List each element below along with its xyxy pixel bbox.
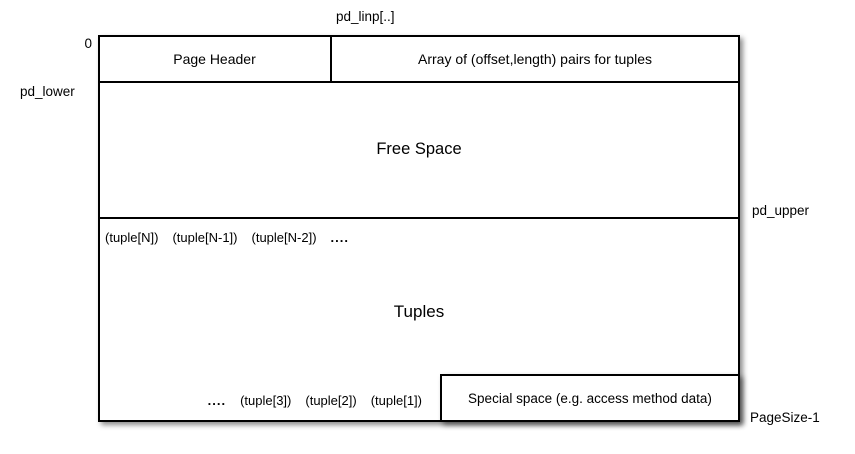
header-row-bottom-line — [99, 81, 739, 83]
page-box — [98, 35, 740, 422]
tuple-n-2-label: (tuple[N-2]) — [251, 230, 317, 245]
tuple-2-label: (tuple[2]) — [305, 393, 357, 408]
pd-linp-label: pd_linp[..] — [336, 9, 395, 24]
tuple-3-label: (tuple[3]) — [240, 393, 292, 408]
offset-zero-label: 0 — [84, 36, 92, 51]
special-space-box: Special space (e.g. access method data) — [440, 374, 740, 422]
ellipsis: .... — [330, 230, 349, 245]
tuple-row-bottom: .... (tuple[3]) (tuple[2]) (tuple[1]) — [98, 393, 422, 408]
ellipsis: .... — [207, 393, 227, 408]
pagesize-label: PageSize-1 — [750, 410, 820, 425]
tuple-1-label: (tuple[1]) — [370, 393, 422, 408]
tuple-n-label: (tuple[N]) — [105, 230, 159, 245]
tuple-n-1-label: (tuple[N-1]) — [172, 230, 238, 245]
pd-upper-label: pd_upper — [752, 203, 810, 218]
page-header-cell: Page Header — [173, 51, 256, 67]
header-row-vertical-divider — [330, 36, 332, 82]
pd-lower-label: pd_lower — [20, 84, 75, 99]
pd-upper-divider-line — [99, 217, 739, 219]
tuple-row-top: (tuple[N]) (tuple[N-1]) (tuple[N-2]) ...… — [105, 230, 349, 245]
free-space-label: Free Space — [376, 140, 462, 158]
tuples-section-label: Tuples — [393, 302, 445, 321]
item-pointer-array-cell: Array of (offset,length) pairs for tuple… — [418, 51, 652, 67]
